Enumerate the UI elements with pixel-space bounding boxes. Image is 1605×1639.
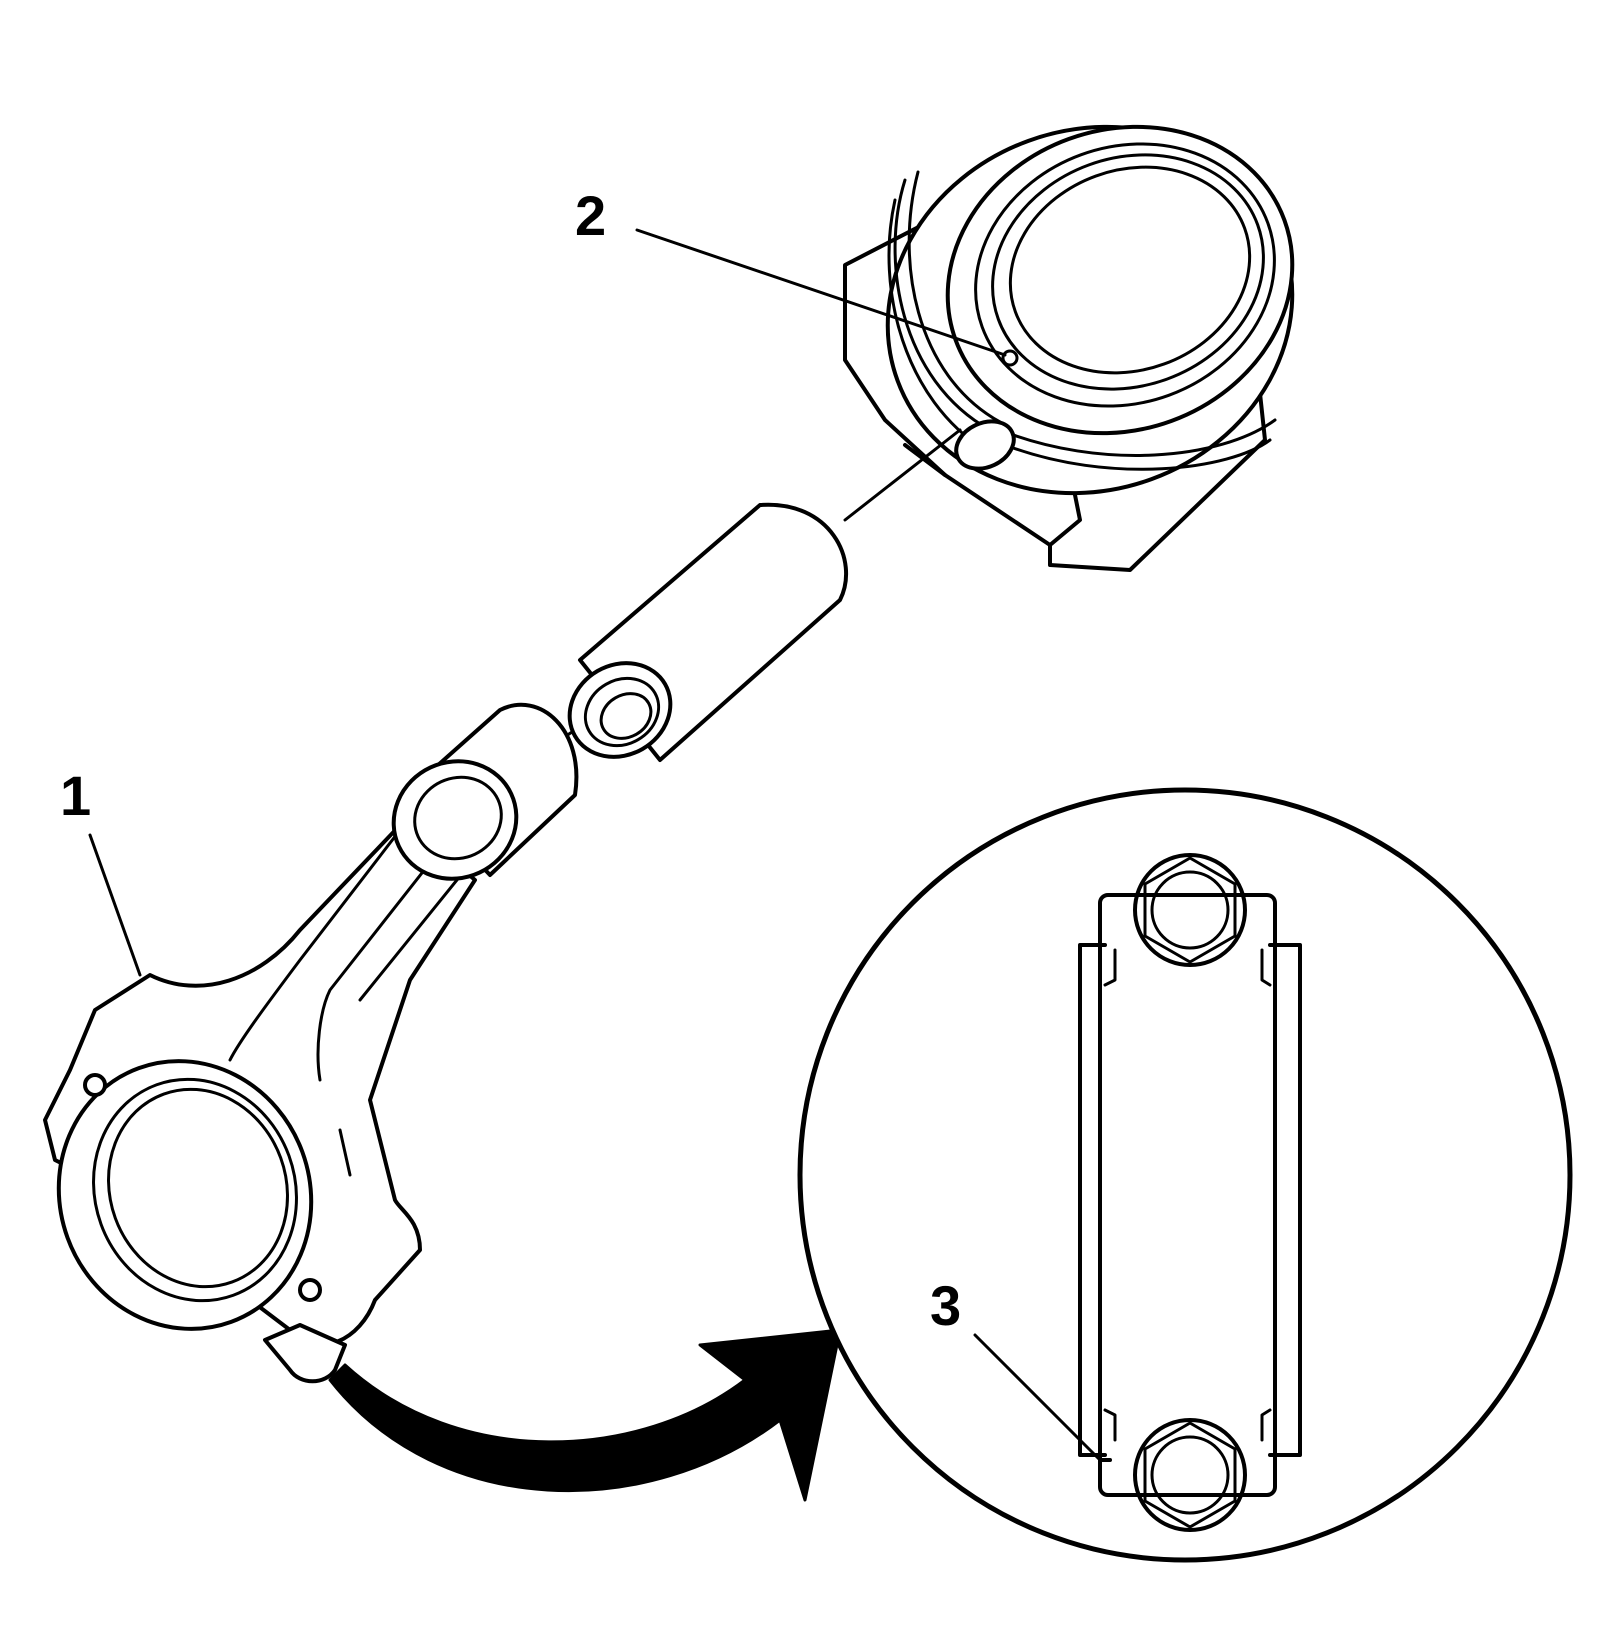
connecting-rod (43, 703, 579, 1384)
detail-view (797, 787, 1573, 1563)
leader-line-1 (88, 833, 142, 977)
piston (843, 124, 1295, 572)
detail-view-arrow (328, 1328, 842, 1502)
callout-2: 2 (575, 184, 606, 247)
cap-bolt-top (1133, 853, 1247, 967)
callout-3: 3 (930, 1274, 961, 1337)
piston-orientation-mark (1001, 349, 1019, 367)
piston-pin (567, 502, 849, 762)
leader-line-3 (973, 1333, 1102, 1462)
pin-centerline (843, 428, 962, 522)
callout-1: 1 (60, 764, 91, 827)
cap-bolt-bottom (1133, 1418, 1247, 1532)
leader-line-2 (635, 228, 1007, 357)
